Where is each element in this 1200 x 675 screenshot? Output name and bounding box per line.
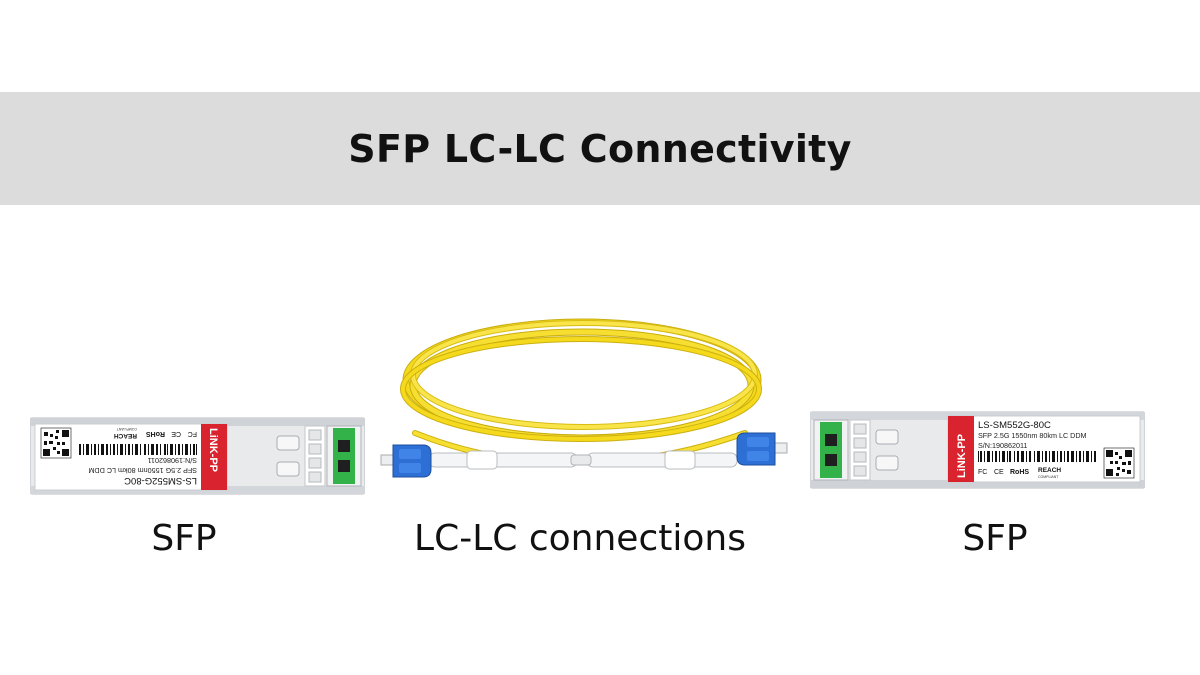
caption-lc-lc-connections: LC-LC connections bbox=[414, 518, 746, 559]
sfp-module-right: LiNK-PP LS-SM552G-80C SFP 2.5G 1550nm 80… bbox=[810, 411, 1145, 489]
brand-text: LiNK-PP bbox=[956, 434, 968, 478]
lc-connector-icon bbox=[380, 444, 432, 478]
serial-text: S/N:190862011 bbox=[148, 456, 197, 465]
description-text: SFP 2.5G 1550nm 80km LC DDM bbox=[88, 466, 197, 475]
serial-text: S/N:190862011 bbox=[978, 441, 1027, 450]
caption-left-sfp: SFP bbox=[151, 518, 217, 559]
brand-strip bbox=[948, 416, 974, 482]
cert-fc: FC bbox=[978, 469, 987, 476]
compliant-text: COMPLIANT bbox=[116, 427, 137, 431]
fiber-coil bbox=[400, 318, 762, 465]
cert-ce: CE bbox=[994, 469, 1004, 476]
description-text: SFP 2.5G 1550nm 80km LC DDM bbox=[978, 431, 1087, 440]
model-text: LS-SM552G-80C bbox=[124, 475, 197, 486]
latch-green bbox=[333, 428, 355, 484]
caption-right-sfp: SFP bbox=[962, 518, 1028, 559]
brand-strip bbox=[201, 424, 227, 490]
model-text: LS-SM552G-80C bbox=[978, 420, 1051, 431]
latch-green bbox=[820, 422, 842, 478]
qr-code-icon bbox=[40, 427, 72, 459]
cert-reach: REACH bbox=[114, 432, 137, 439]
cert-ce: CE bbox=[171, 430, 181, 437]
lc-lc-patch-cable bbox=[380, 318, 788, 478]
cert-rohs: RoHS bbox=[146, 430, 165, 437]
brand-text: LiNK-PP bbox=[207, 428, 219, 472]
qr-code-icon bbox=[1103, 447, 1135, 479]
sfp-module-left: LiNK-PP LS-SM552G-80C SFP 2.5G 1550nm 80… bbox=[30, 417, 365, 495]
barcode-icon bbox=[79, 444, 197, 455]
cert-rohs: RoHS bbox=[1010, 469, 1029, 476]
cert-reach: REACH bbox=[1038, 467, 1061, 474]
title-banner: SFP LC-LC Connectivity bbox=[0, 92, 1200, 205]
compliant-text: COMPLIANT bbox=[1038, 475, 1059, 479]
lc-connector-icon bbox=[736, 432, 788, 466]
cert-fc: FC bbox=[188, 430, 197, 437]
page-title: SFP LC-LC Connectivity bbox=[348, 126, 852, 171]
barcode-icon bbox=[978, 451, 1096, 462]
